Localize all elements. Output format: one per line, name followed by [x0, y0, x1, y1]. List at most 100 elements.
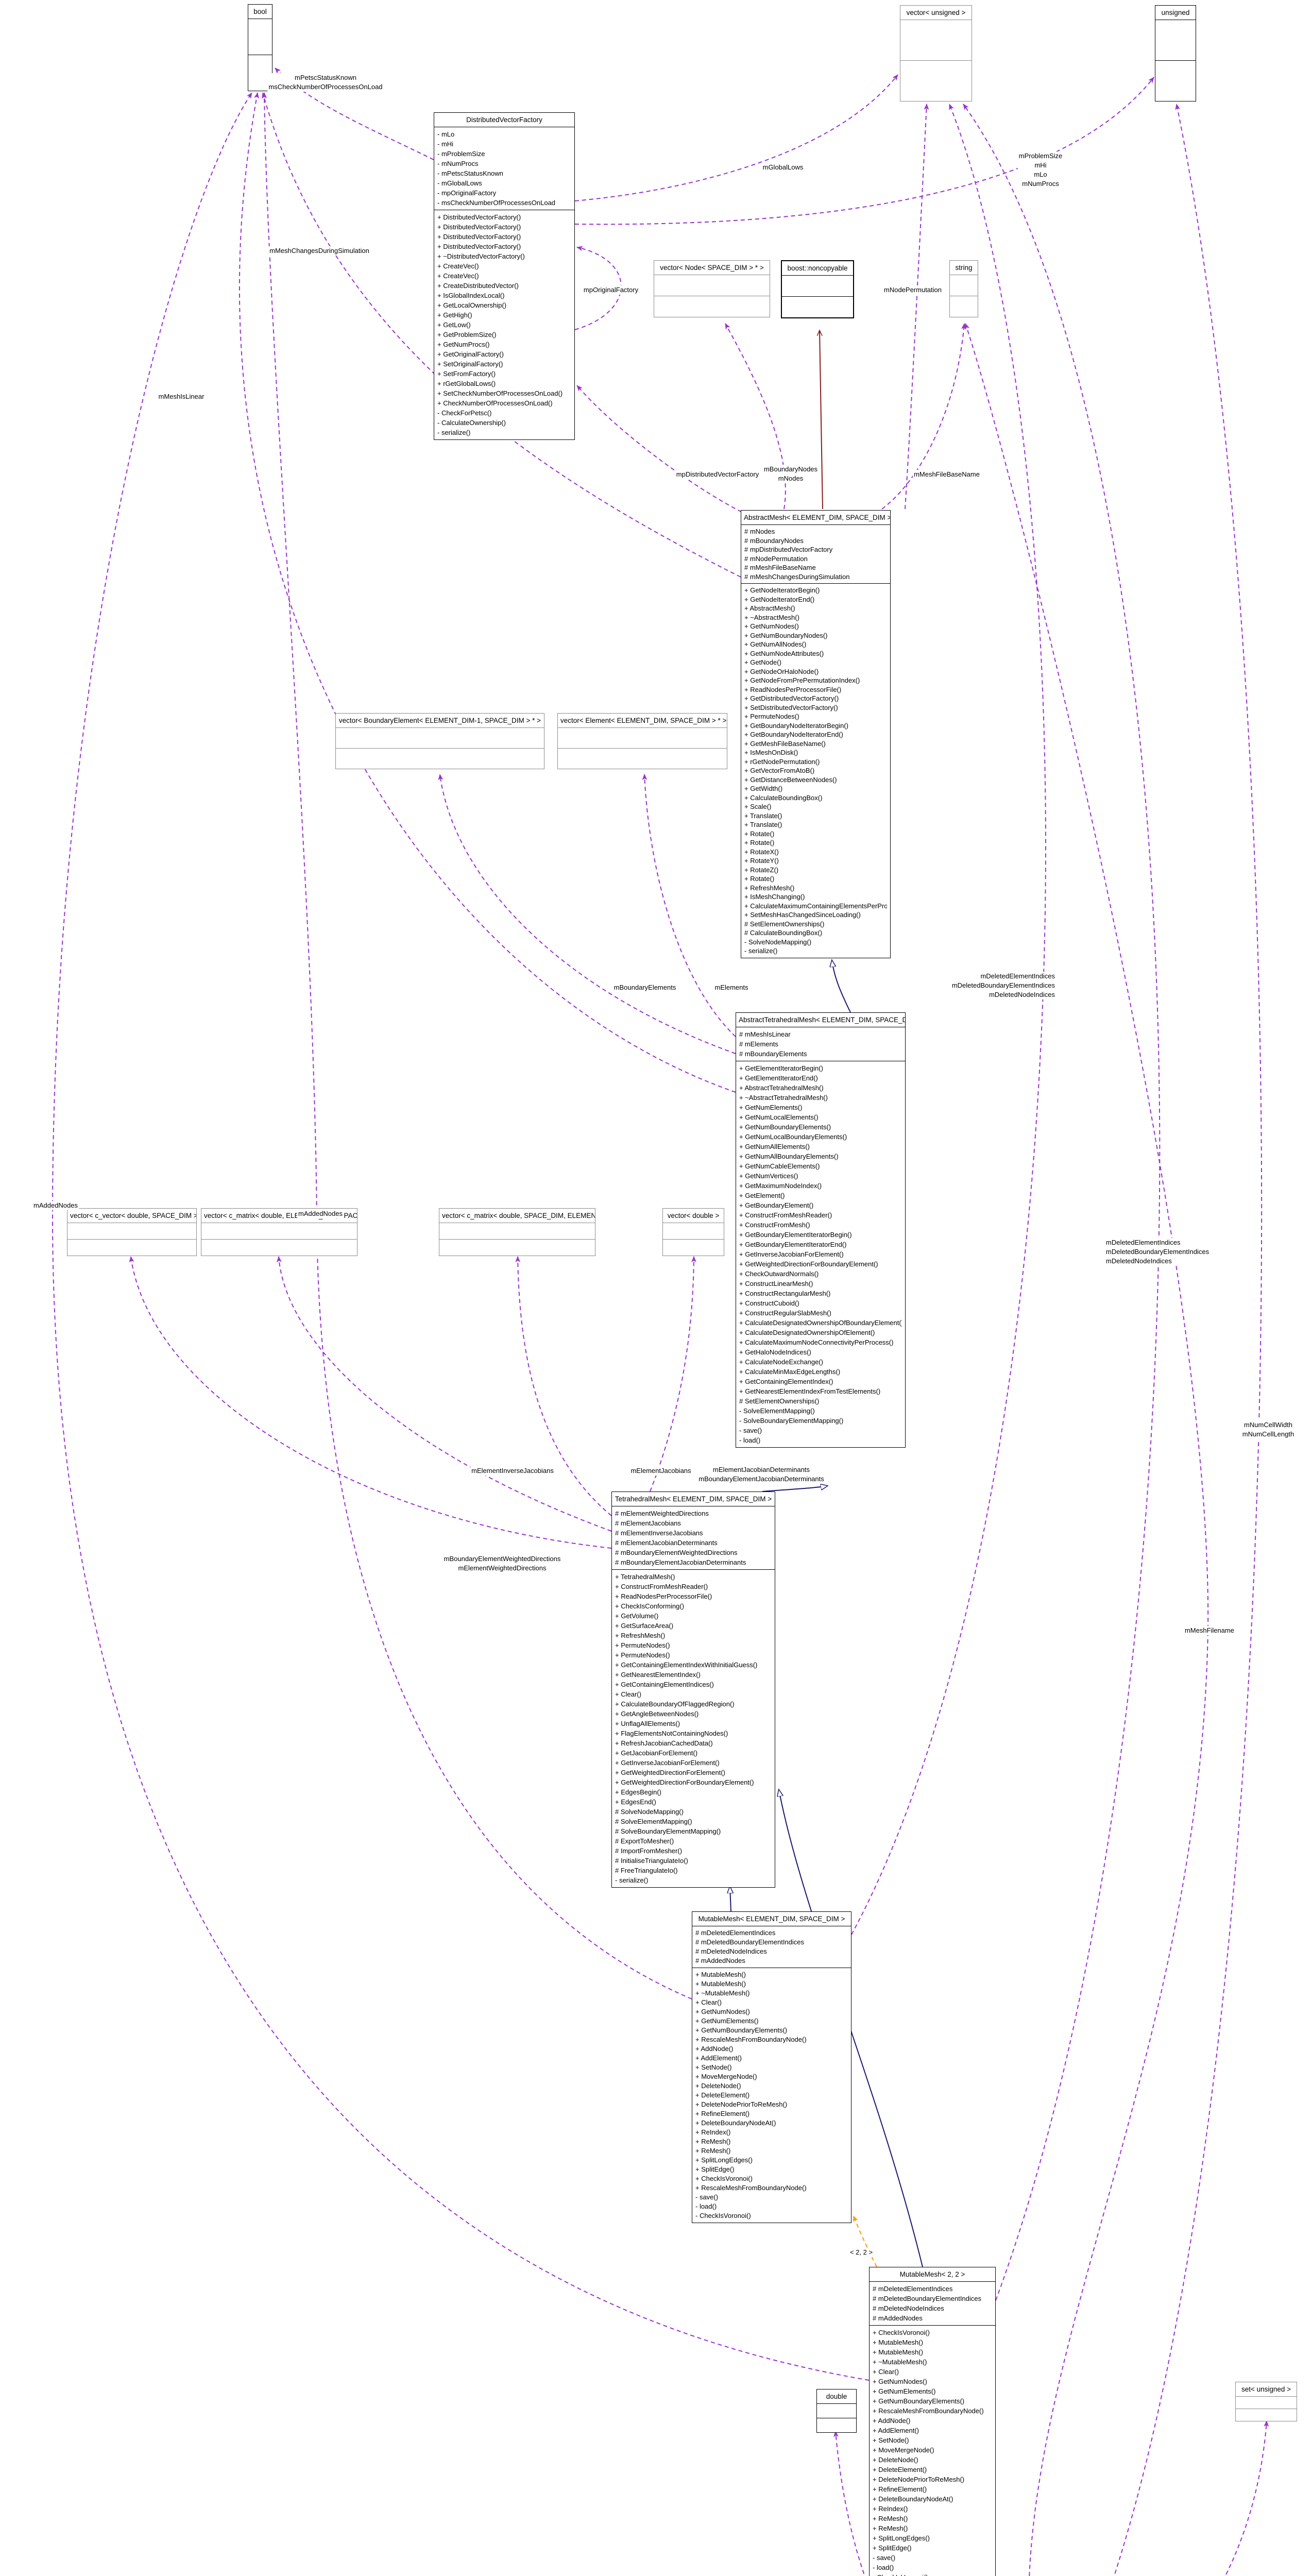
member-methods-item: + GetBoundaryNodeIteratorEnd()	[744, 731, 843, 738]
edge-label-line: mDeletedElementIndices	[980, 972, 1055, 980]
class-title-double: double	[817, 2389, 856, 2404]
class-title-bool: bool	[248, 5, 272, 19]
member-methods-item: + RotateX()	[744, 848, 779, 856]
member-methods-item: + Translate()	[744, 821, 782, 828]
member-methods-item: + GetNumCableElements()	[739, 1162, 820, 1170]
member-methods-item: + AddElement()	[873, 2427, 919, 2434]
empty-compartment	[558, 728, 727, 749]
class-box-vector-double: vector< double >	[662, 1208, 724, 1256]
member-methods-item: + GetNumAllElements()	[739, 1143, 810, 1150]
empty-compartment	[1236, 2409, 1297, 2421]
member-methods-item: + CheckNumberOfProcessesOnLoad()	[437, 399, 553, 407]
edge-label-line: mpDistributedVectorFactory	[676, 470, 759, 478]
inheritance-edge	[832, 960, 851, 1013]
member-methods-item: + ~MutableMesh()	[873, 2358, 927, 2366]
member-methods-item: + GetNumProcs()	[437, 341, 490, 348]
member-methods-item: + ConstructRectangularMesh()	[739, 1290, 831, 1297]
member-methods-item: + SetFromFactory()	[437, 370, 496, 378]
member-methods-item: - serialize()	[744, 947, 778, 955]
edge-label-l-addednodes2: mAddedNodes	[297, 1209, 344, 1218]
member-fields-item: # mMeshFileBaseName	[744, 564, 816, 571]
empty-compartment	[1155, 61, 1196, 101]
empty-compartment	[201, 1240, 357, 1256]
usage-edge	[881, 323, 967, 510]
class-title-vector-unsigned: vector< unsigned >	[900, 6, 972, 20]
member-methods-item: - save()	[739, 1427, 762, 1434]
member-methods-item: + AddNode()	[695, 2045, 734, 2053]
member-methods-item: + AbstractMesh()	[744, 604, 795, 612]
edge-label-l-originalfactory: mpOriginalFactory	[582, 285, 640, 295]
member-methods-item: + GetDistributedVectorFactory()	[744, 694, 839, 702]
edge-label-l-addednodes1: mAddedNodes	[32, 1201, 79, 1210]
empty-compartment	[663, 1240, 724, 1256]
member-methods-mutablemesh22: + CheckIsVoronoi()+ MutableMesh()+ Mutab…	[870, 2326, 995, 2576]
empty-compartment	[248, 19, 272, 55]
member-methods-item: + UnflagAllElements()	[615, 1720, 680, 1727]
member-methods-item: - SolveNodeMapping()	[744, 938, 812, 946]
class-title-vector-cvector: vector< c_vector< double, SPACE_DIM > >	[67, 1209, 196, 1223]
empty-compartment	[663, 1223, 724, 1240]
member-fields-item: # mDeletedElementIndices	[695, 1929, 776, 1937]
member-methods-item: + DeleteNode()	[695, 2082, 741, 2090]
member-methods-item: + AddNode()	[873, 2417, 911, 2425]
empty-compartment	[439, 1223, 595, 1240]
member-methods-item: + SetDistributedVectorFactory()	[744, 703, 838, 711]
class-box-abstractmesh[interactable]: AbstractMesh< ELEMENT_DIM, SPACE_DIM ># …	[741, 510, 891, 958]
edge-label-l-invjacobians: mElementInverseJacobians	[470, 1466, 555, 1476]
member-methods-item: # ExportToMesher()	[615, 1837, 674, 1845]
member-fields-item: # mpDistributedVectorFactory	[744, 546, 833, 553]
edge-label-line: mAddedNodes	[33, 1201, 78, 1209]
member-methods-item: + MutableMesh()	[873, 2338, 923, 2346]
member-methods-item: + EdgesEnd()	[615, 1798, 656, 1806]
class-box-mutablemesh[interactable]: MutableMesh< ELEMENT_DIM, SPACE_DIM ># m…	[692, 1911, 851, 2223]
member-fields-item: - mPetscStatusKnown	[437, 170, 503, 177]
member-methods-item: + GetNumBoundaryElements()	[695, 2026, 788, 2034]
class-title-set-unsigned: set< unsigned >	[1236, 2382, 1297, 2397]
member-methods-item: + SetCheckNumberOfProcessesOnLoad()	[437, 389, 563, 397]
member-methods-item: + DeleteNodePriorToReMesh()	[695, 2100, 788, 2108]
member-methods-item: + GetNumNodeAttributes()	[744, 649, 824, 657]
member-fields-item: # mAddedNodes	[873, 2314, 923, 2322]
edge-label-line: mBoundaryElements	[614, 984, 676, 991]
empty-compartment	[336, 728, 544, 749]
member-methods-item: + MoveMergeNode()	[695, 2073, 757, 2080]
member-methods-item: + MutableMesh()	[695, 1980, 746, 1988]
class-title-mutablemesh22: MutableMesh< 2, 2 >	[870, 2267, 995, 2282]
class-box-tetrahedralmesh[interactable]: TetrahedralMesh< ELEMENT_DIM, SPACE_DIM …	[611, 1492, 775, 1888]
member-methods-item: - serialize()	[615, 1876, 649, 1884]
member-methods-item: + GetElement()	[739, 1192, 785, 1199]
empty-compartment	[900, 20, 972, 61]
empty-compartment	[336, 749, 544, 769]
member-methods-item: + PermuteNodes()	[615, 1641, 670, 1649]
class-box-boost-noncopyable: boost::noncopyable	[781, 260, 854, 318]
member-methods-item: + GetNumElements()	[739, 1104, 803, 1111]
member-methods-item: + CheckIsVoronoi()	[873, 2329, 930, 2336]
class-title-boost-noncopyable: boost::noncopyable	[782, 261, 853, 276]
member-methods-item: + CalculateDesignatedOwnershipOfBoundary…	[739, 1319, 902, 1327]
class-box-distributedvectorfactory[interactable]: DistributedVectorFactory- mLo- mHi- mPro…	[434, 112, 575, 440]
edge-label-line: mLo	[1034, 171, 1047, 178]
member-methods-item: - serialize()	[437, 429, 471, 436]
empty-compartment	[950, 275, 978, 296]
empty-compartment	[817, 2404, 856, 2418]
member-methods-item: + SplitEdge()	[695, 2165, 735, 2173]
class-box-abstracttetrahedralmesh[interactable]: AbstractTetrahedralMesh< ELEMENT_DIM, SP…	[736, 1012, 906, 1448]
member-methods-item: + ConstructCuboid()	[739, 1299, 799, 1307]
member-fields-item: - mNumProcs	[437, 160, 479, 167]
class-title-unsigned: unsigned	[1155, 6, 1196, 20]
member-methods-item: + ~MutableMesh()	[695, 1989, 750, 1997]
member-fields-item: - mpOriginalFactory	[437, 189, 497, 197]
class-box-mutablemesh22[interactable]: MutableMesh< 2, 2 ># mDeletedElementIndi…	[869, 2267, 996, 2576]
empty-compartment	[900, 61, 972, 101]
member-fields-item: - mProblemSize	[437, 150, 485, 158]
member-methods-item: + GetOriginalFactory()	[437, 350, 504, 358]
member-methods-item: + CalculateMaximumNodeConnectivityPerPro…	[739, 1338, 894, 1346]
member-methods-item: + GetNumElements()	[873, 2387, 936, 2395]
member-methods-item: + GetWeightedDirectionForBoundaryElement…	[739, 1260, 878, 1268]
member-methods-item: + GetLocalOwnership()	[437, 301, 507, 309]
member-methods-item: + ~DistributedVectorFactory()	[437, 252, 525, 260]
class-box-double: double	[816, 2389, 857, 2433]
member-methods-item: + GetNumLocalBoundaryElements()	[739, 1133, 847, 1141]
